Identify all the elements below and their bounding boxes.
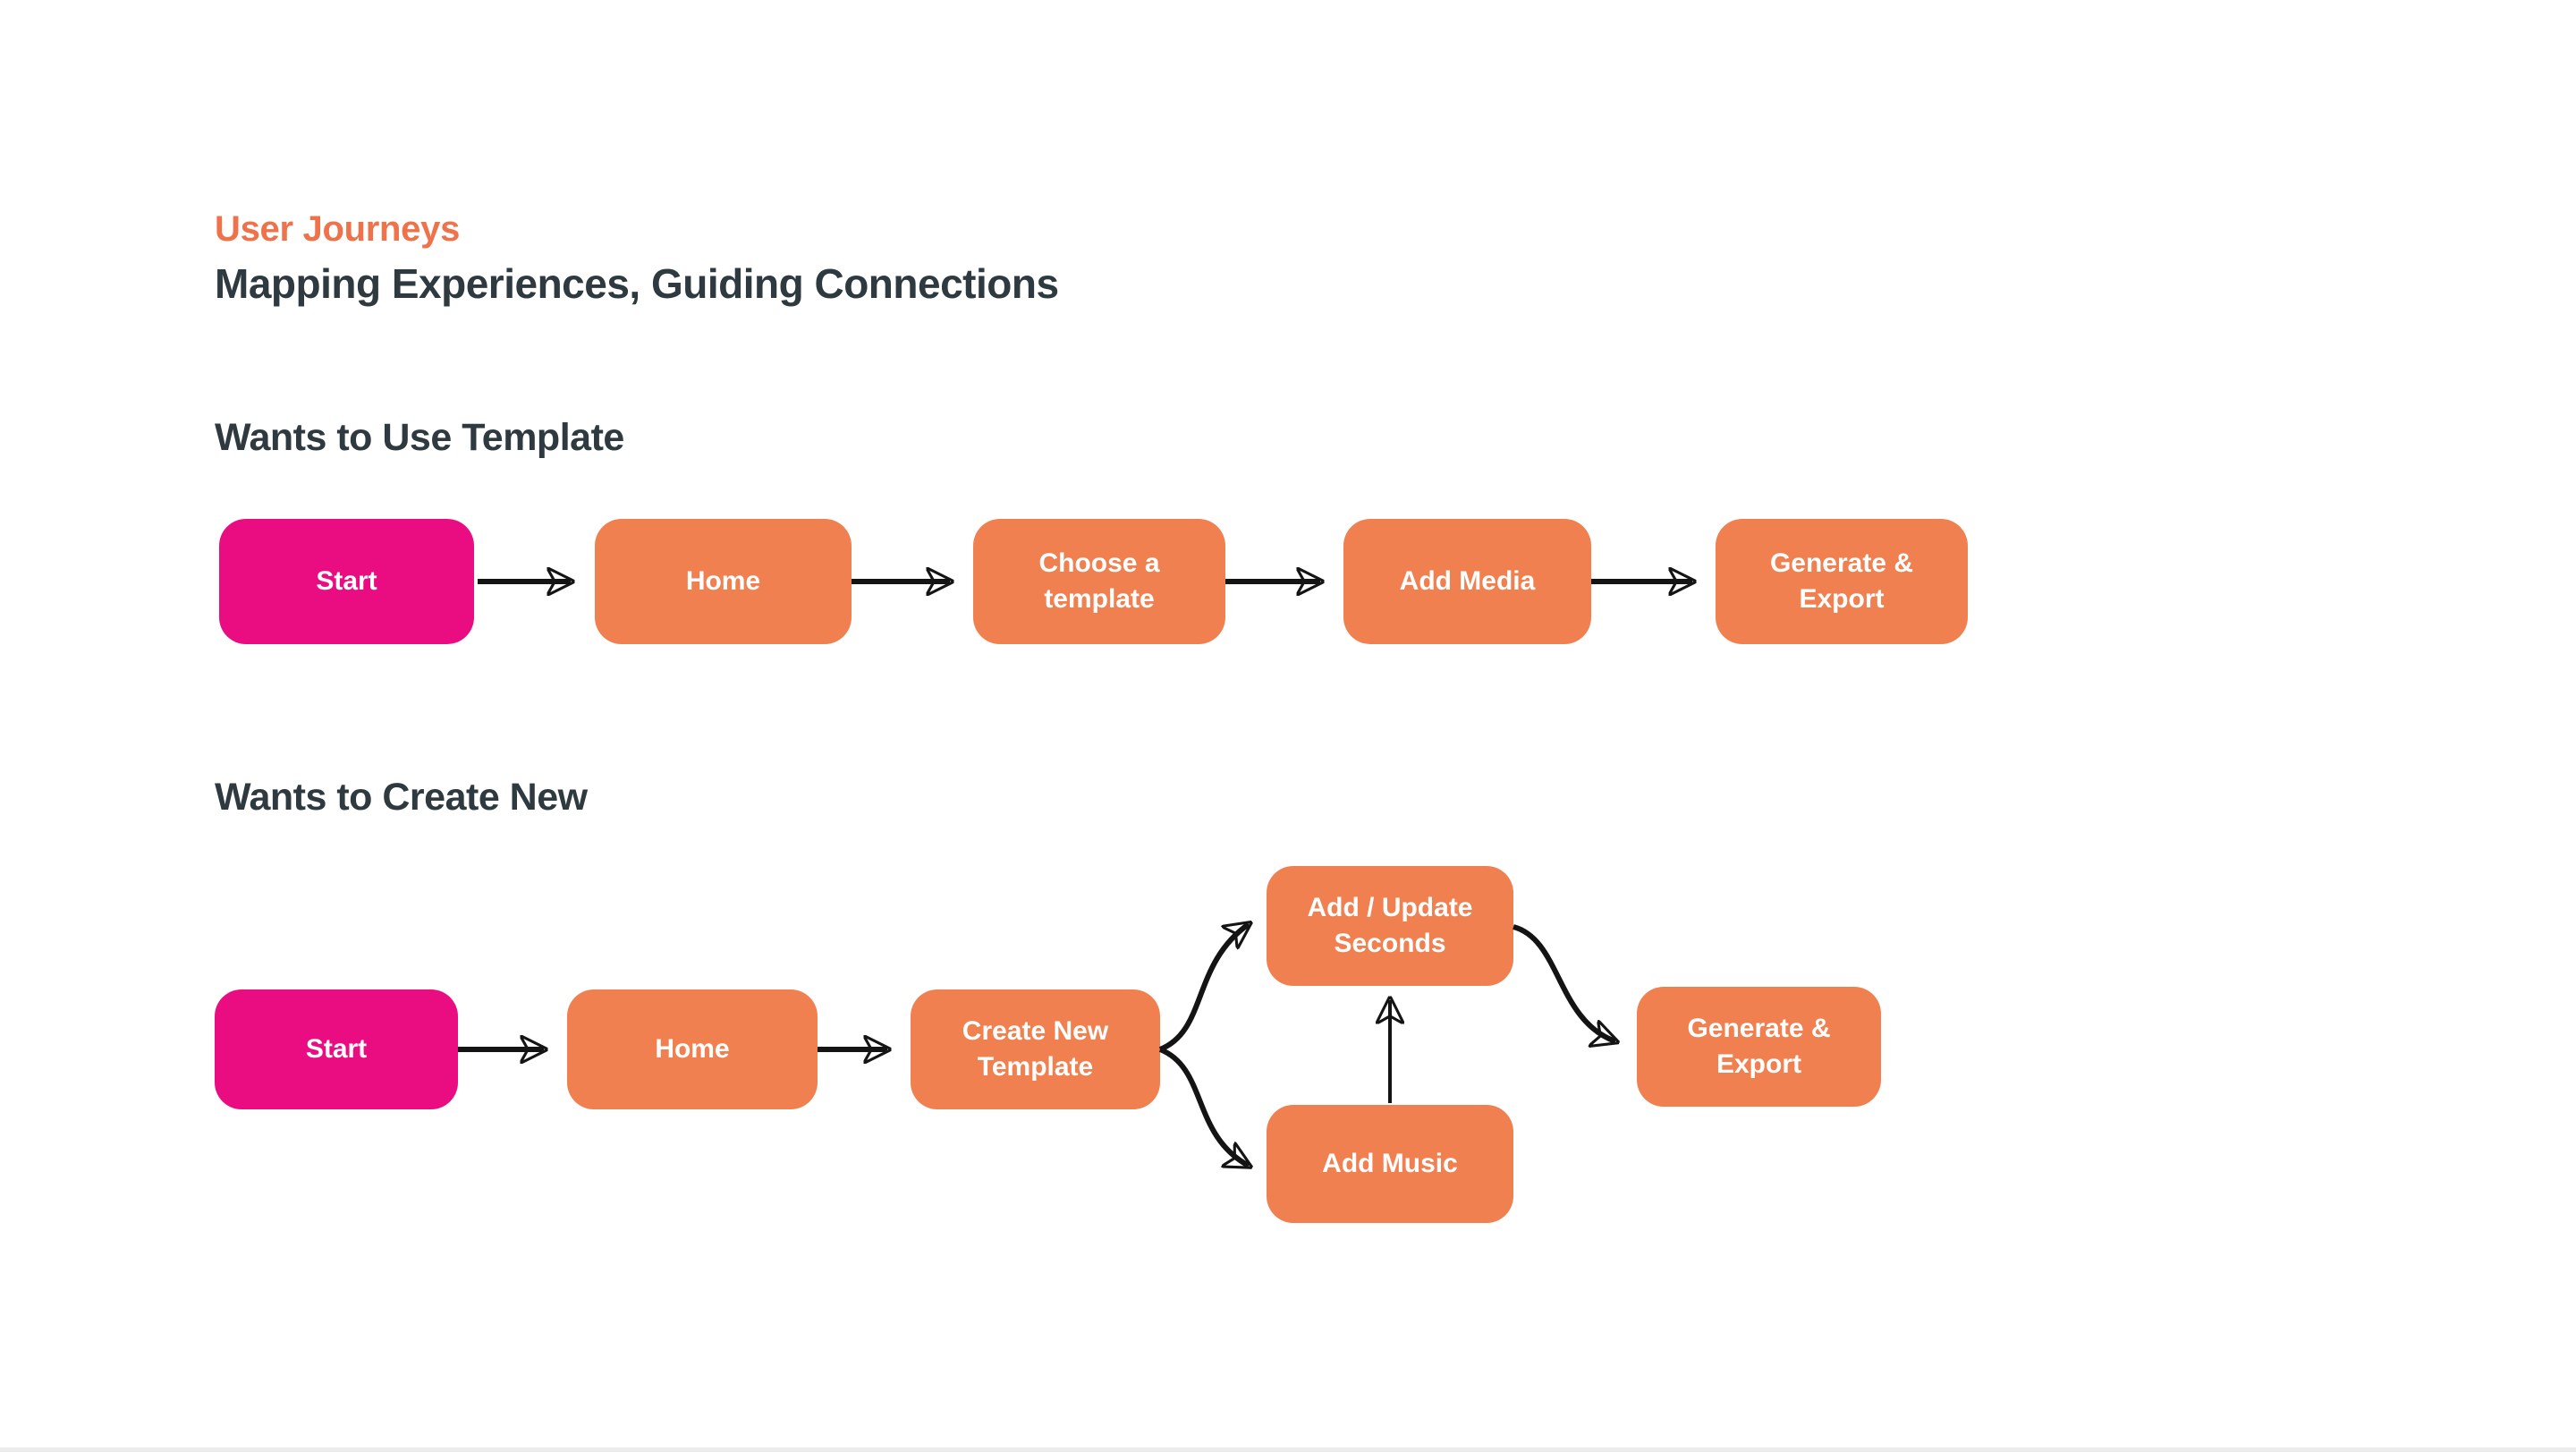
node-label: Choose a template [1038,548,1160,614]
node-label: Start [305,1034,368,1064]
bottom-border [0,1448,2576,1452]
arrow-createnew-to-addmusic [1158,1047,1249,1166]
node-create-new-template: Create New Template [911,989,1160,1109]
node-label: Home [655,1034,730,1064]
node-label: Home [685,566,761,596]
node-add-music: Add Music [1267,1105,1513,1223]
arrow-addupdate-to-generate [1513,924,1615,1041]
node-label: Add Music [1322,1149,1458,1178]
page-subtitle: Mapping Experiences, Guiding Connections [215,260,1059,307]
node-generate-export-create-new: Generate & Export [1637,987,1881,1107]
arrow-createnew-to-addupdate [1158,924,1249,1052]
node-label: Generate & Export [1687,1014,1831,1079]
node-label: Generate & Export [1769,548,1914,614]
node-add-media: Add Media [1343,519,1591,644]
node-choose-a-template: Choose a template [973,519,1225,644]
page-title: User Journeys [215,209,461,249]
node-label: Start [316,566,377,596]
node-start-use-template: Start [219,519,474,644]
node-home-create-new: Home [567,989,818,1109]
section-heading-create-new: Wants to Create New [215,776,588,819]
node-label: Add / Update Seconds [1307,893,1473,958]
node-add-update-seconds: Add / Update Seconds [1267,866,1513,986]
node-label: Create New Template [962,1016,1109,1082]
node-start-create-new: Start [215,989,458,1109]
node-home-use-template: Home [595,519,852,644]
node-generate-export-use-template: Generate & Export [1716,519,1968,644]
node-label: Add Media [1399,566,1536,596]
section-heading-use-template: Wants to Use Template [215,416,624,459]
